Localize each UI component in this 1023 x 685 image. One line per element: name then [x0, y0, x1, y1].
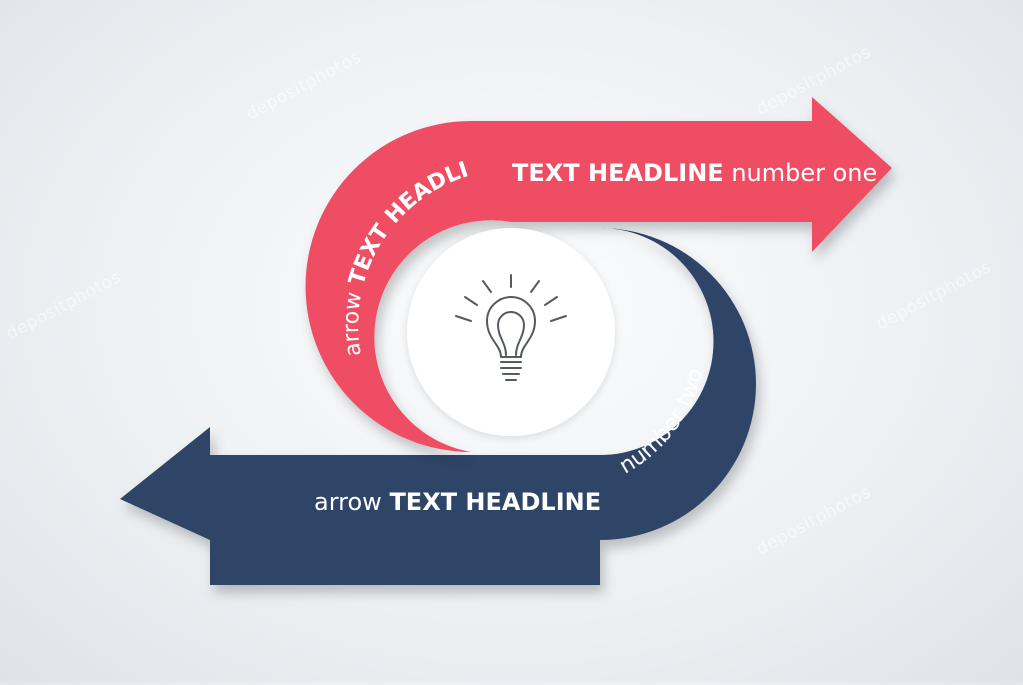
arrow-one-label: TEXT HEADLINE number one: [512, 159, 877, 187]
arrow-two-prefix: arrow: [314, 488, 389, 516]
arrow-two-headline: TEXT HEADLINE: [389, 488, 601, 516]
arrow-one-curve-prefix: arrow: [339, 282, 369, 358]
arrow-one-suffix: number one: [724, 159, 878, 187]
center-circle: [407, 228, 615, 436]
watermark-text: depositphotos: [243, 47, 365, 124]
arrow-two-label: arrow TEXT HEADLINE: [314, 488, 601, 516]
watermark-text: depositphotos: [873, 257, 995, 334]
lightbulb-icon: [455, 274, 567, 381]
arrow-one-headline: TEXT HEADLINE: [512, 159, 724, 187]
arrow-one-shape: [305, 97, 893, 452]
watermark-text: depositphotos: [3, 267, 125, 344]
arrow-two-shape: [120, 228, 756, 585]
watermark-text: depositphotos: [753, 482, 875, 559]
